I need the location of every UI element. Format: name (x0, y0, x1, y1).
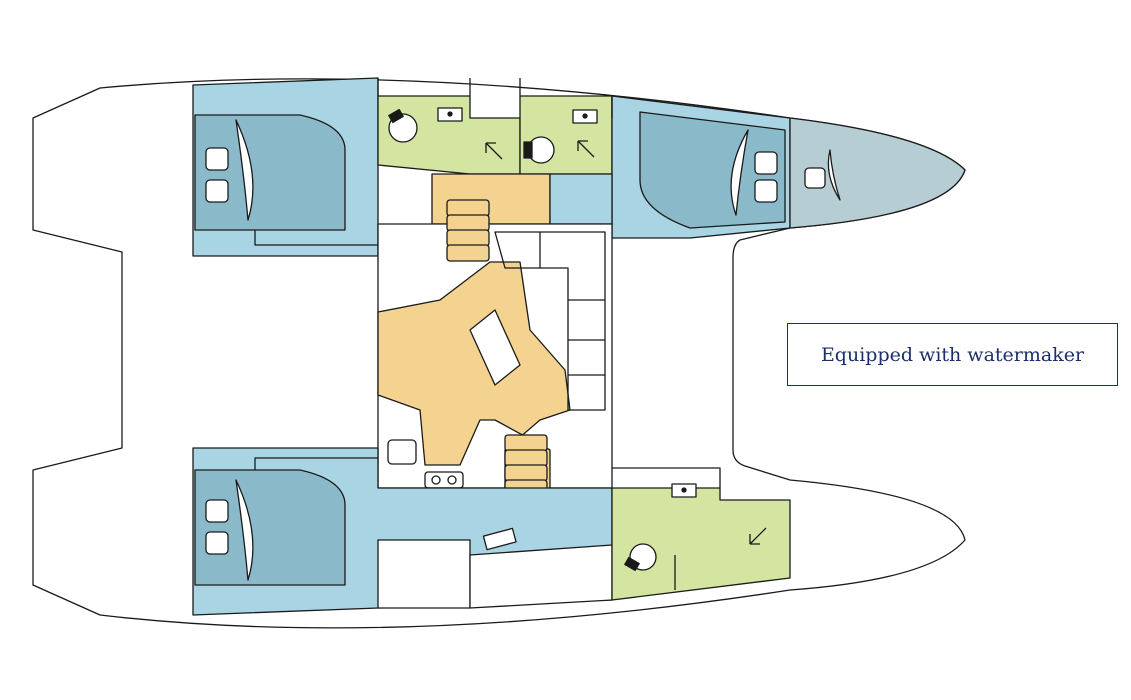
lower-desk (482, 527, 517, 551)
upper-head-2 (519, 95, 613, 175)
upper-aft-berth (194, 114, 346, 231)
sink-icon (437, 107, 697, 498)
sheet-fold (235, 119, 254, 221)
watermaker-caption: Equipped with watermaker (787, 323, 1118, 386)
shower-icon (485, 140, 767, 545)
pillow-icon (205, 147, 826, 555)
upper-aft-berth-inner (254, 230, 378, 246)
sheet-fold (730, 129, 749, 216)
saloon-settee (494, 231, 606, 411)
upper-fwd-berth (639, 111, 786, 229)
lower-storage (377, 539, 471, 609)
sheet-fold (235, 479, 254, 581)
corridor-blue (549, 173, 613, 225)
upper-wall-details (377, 78, 613, 118)
forepeak (789, 117, 966, 229)
saloon-fridge (387, 439, 417, 465)
lower-bunk (469, 544, 613, 609)
lower-aft-berth-inner (254, 457, 378, 470)
saloon-table (469, 309, 521, 386)
lower-head-wall (612, 467, 721, 590)
lower-aft-berth (194, 469, 346, 586)
sheet-fold (827, 149, 841, 201)
